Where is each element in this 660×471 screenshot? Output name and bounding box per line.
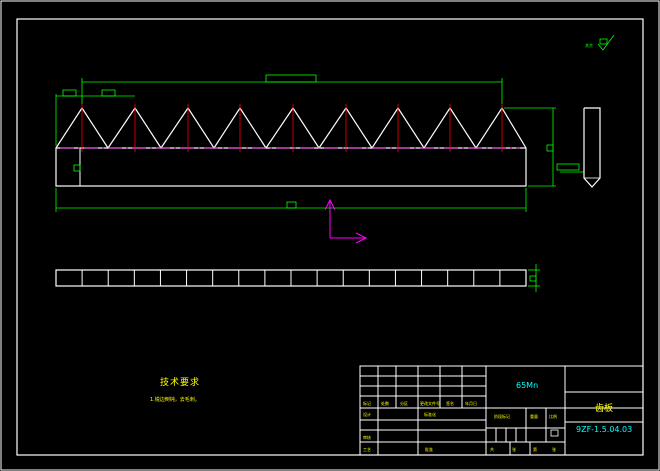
material-label: 65Mn	[516, 381, 539, 390]
drawing-number: 9ZF-1.5.04.03	[576, 425, 633, 434]
cell-review: 审核	[363, 435, 371, 440]
cell-sheet-no: 第	[533, 447, 537, 452]
dim-side-width-value	[556, 163, 580, 171]
cell-total: 共	[490, 447, 494, 452]
cell-date: 年月日	[465, 401, 477, 406]
cell-mark: 标记	[363, 401, 371, 406]
cell-zone: 分区	[400, 401, 408, 406]
side-view	[583, 107, 601, 188]
plate-body	[55, 147, 527, 187]
cell-change-doc: 更改文件号	[420, 401, 440, 406]
surface-finish-label: 其余	[585, 43, 593, 48]
tooth-center-lines	[81, 104, 503, 152]
ucs-icon	[324, 198, 368, 244]
scale-box	[550, 429, 559, 437]
cell-stage-mark: 阶段标记	[494, 414, 510, 419]
inner-border	[16, 18, 644, 456]
part-name: 齿板	[595, 404, 614, 414]
tooth-profile	[55, 106, 527, 150]
title-block	[359, 365, 644, 456]
technical-requirements-body: 1.锐边倒钝，去毛刺。	[150, 397, 200, 403]
front-view	[55, 104, 527, 187]
cell-signature: 签名	[446, 401, 454, 406]
dim-offset-value	[62, 89, 77, 97]
bar-segments	[81, 270, 501, 286]
bar-height-dim	[528, 264, 540, 292]
dim-height-value	[546, 144, 554, 152]
cell-design: 设计	[363, 412, 371, 417]
bottom-view	[55, 269, 527, 287]
side-profile	[583, 107, 601, 188]
dim-overall-length-value	[286, 201, 297, 209]
cell-sheets-1: 张	[512, 447, 516, 452]
dimensions	[55, 74, 584, 212]
cell-count: 处数	[381, 401, 389, 406]
dim-thickness-value	[73, 164, 81, 172]
cell-weight: 重量	[530, 414, 538, 419]
cell-sheets-2: 张	[552, 447, 556, 452]
cell-standardization: 标准化	[424, 412, 436, 417]
dim-pitch-span-value	[265, 74, 317, 83]
cell-scale: 比例	[549, 414, 557, 419]
dim-pitch-value	[101, 89, 116, 97]
cell-approve: 批准	[425, 447, 433, 452]
technical-requirements-title: 技术要求	[160, 378, 201, 388]
surface-finish-icon	[597, 34, 615, 51]
cell-process: 工艺	[363, 447, 371, 452]
